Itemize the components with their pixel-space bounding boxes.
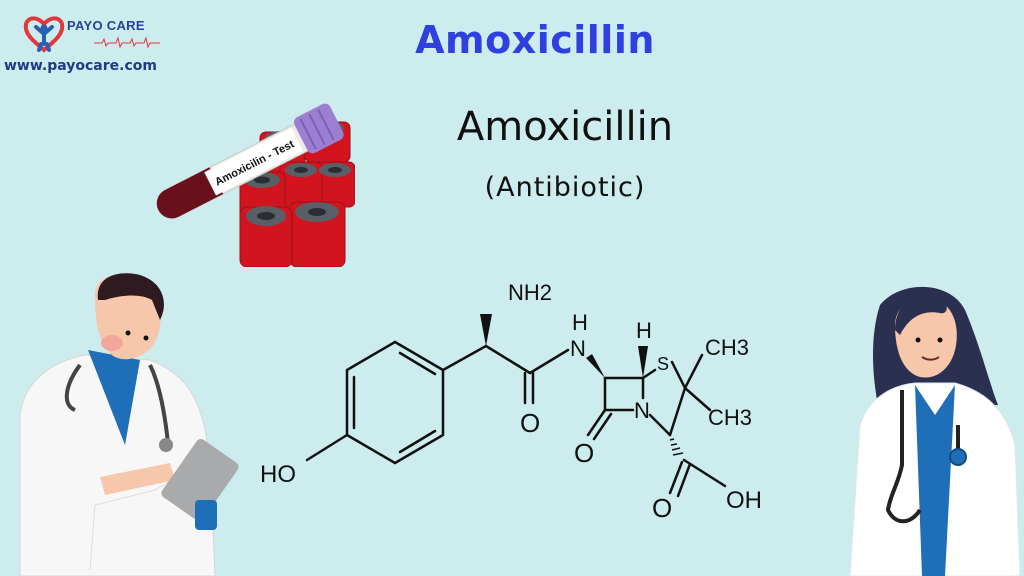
male-doctor-illustration: [19, 273, 239, 576]
label-amide-o: O: [520, 408, 540, 438]
amoxicillin-structure-diagram: NH2 H N H S CH3 CH3 N O O O OH HO: [260, 280, 762, 523]
label-amide-n: N: [570, 336, 586, 361]
brand-name: PAYO CARE: [67, 18, 145, 33]
label-amide-h: H: [572, 310, 588, 335]
wedge-bond-h: [638, 346, 648, 378]
heart-logo-icon: [23, 16, 65, 53]
label-ring-n: N: [634, 398, 650, 423]
label-lactam-o: O: [574, 438, 594, 468]
benzene-ring-icon: [345, 340, 445, 465]
drug-class: (Antibiotic): [484, 172, 646, 203]
label-methyl-1: CH3: [705, 335, 749, 360]
ecg-line-icon: [94, 36, 160, 48]
test-tube-illustration: Amoxicilin - Test: [156, 103, 355, 267]
drug-name: Amoxicillin: [456, 104, 674, 150]
label-stereo-h: H: [636, 318, 652, 343]
label-carboxyl-oh: OH: [726, 487, 762, 514]
wedge-bond-nh: [586, 354, 605, 378]
female-doctor-illustration: [849, 286, 1021, 576]
brand-logo: PAYO CARE: [22, 14, 162, 54]
label-methyl-2: CH3: [708, 405, 752, 430]
page-title: Amoxicillin: [415, 18, 655, 62]
label-nh2: NH2: [508, 280, 552, 305]
label-carboxyl-o: O: [652, 493, 672, 523]
wedge-bond-nh2: [480, 314, 492, 346]
hash-bond-cooh: [669, 438, 684, 456]
label-phenol-ho: HO: [260, 461, 296, 488]
site-url[interactable]: www.payocare.com: [4, 58, 157, 74]
label-sulfur: S: [657, 354, 669, 374]
